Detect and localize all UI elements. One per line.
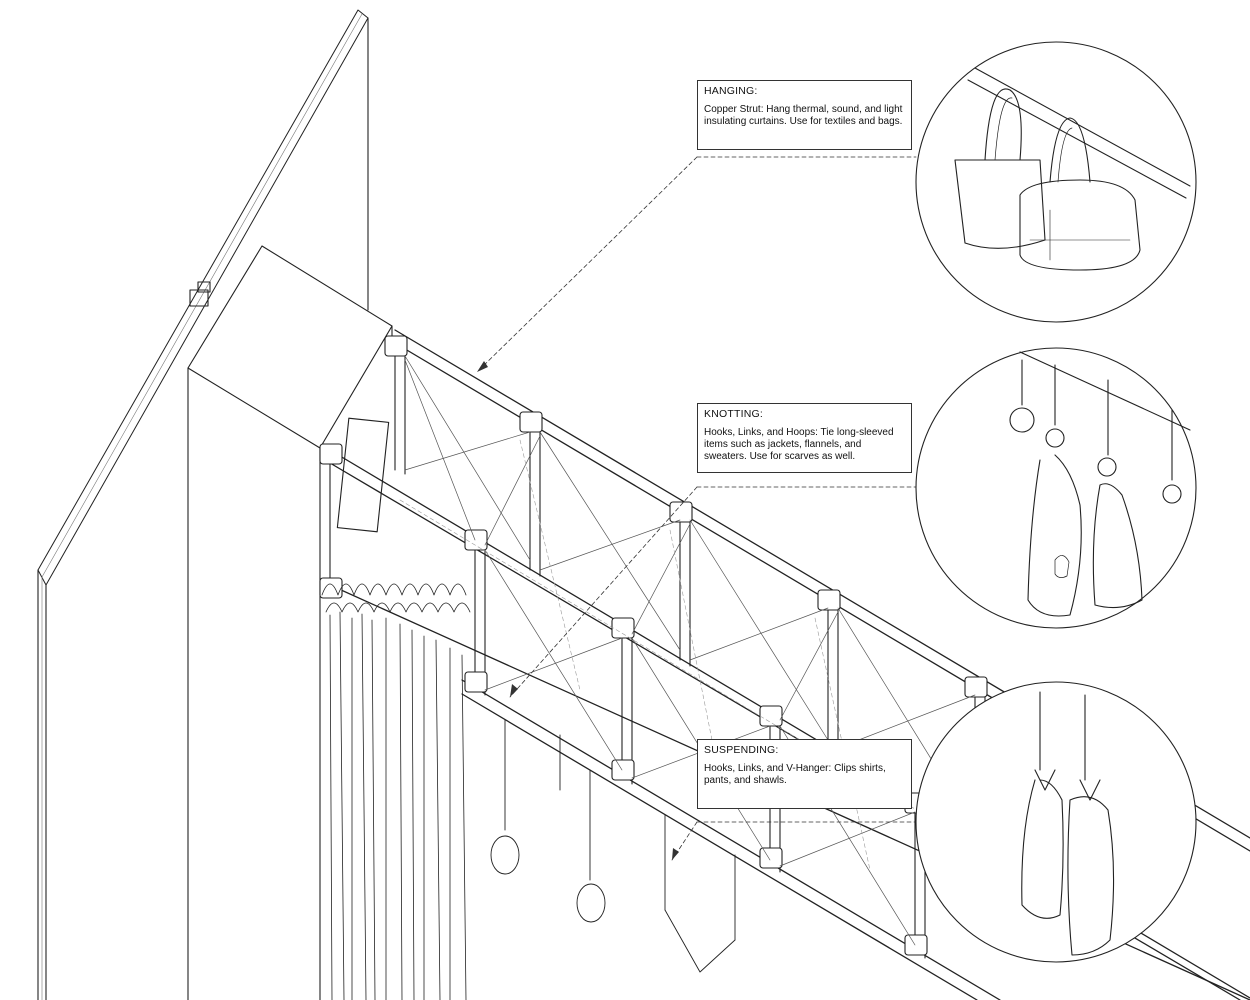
callout-hanging-body: Copper Strut: Hang thermal, sound, and l…	[704, 104, 903, 127]
truss-joints	[319, 335, 1073, 956]
detail-circle-hanging	[915, 41, 1197, 323]
callout-suspending-title: SUSPENDING:	[704, 744, 779, 756]
callout-hanging-title: HANGING:	[704, 85, 758, 97]
detail-circle-suspending	[915, 681, 1197, 963]
column-block	[187, 245, 393, 1000]
glass-partition	[37, 9, 369, 1000]
curtain	[321, 583, 471, 1000]
leader-arrowheads	[477, 361, 679, 860]
callout-knotting-title: KNOTTING:	[704, 408, 763, 420]
callout-suspending-body: Hooks, Links, and V-Hanger: Clips shirts…	[704, 763, 886, 786]
hanging-hardware	[490, 719, 736, 973]
callout-suspending: SUSPENDING: Hooks, Links, and V-Hanger: …	[697, 739, 912, 809]
callout-hanging: HANGING: Copper Strut: Hang thermal, sou…	[697, 80, 912, 150]
callout-knotting: KNOTTING: Hooks, Links, and Hoops: Tie l…	[697, 403, 912, 473]
detail-circle-knotting	[915, 347, 1197, 629]
callout-knotting-body: Hooks, Links, and Hoops: Tie long-sleeve…	[704, 427, 894, 462]
